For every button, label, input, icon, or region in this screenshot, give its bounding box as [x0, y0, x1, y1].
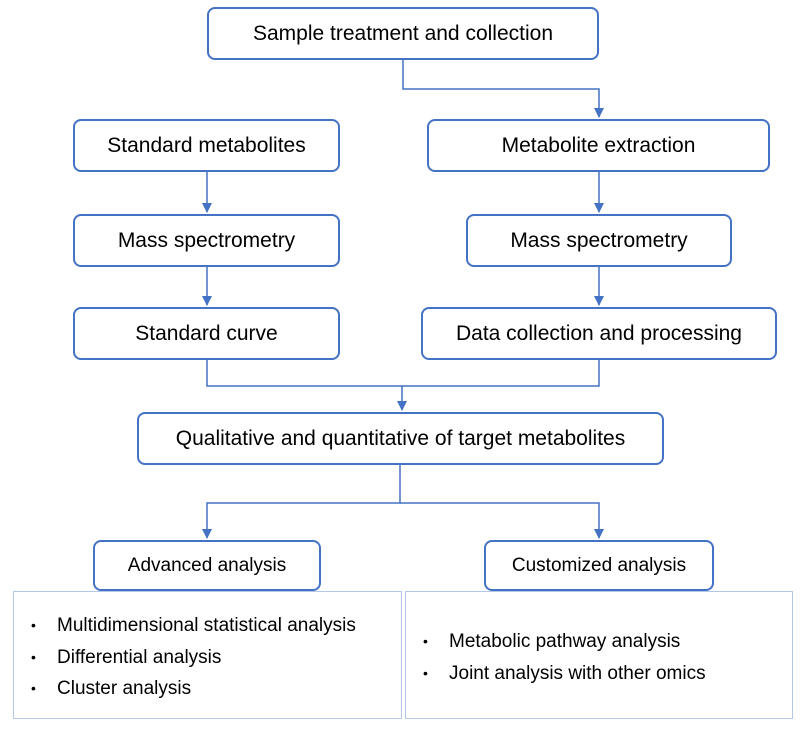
- list-item-label: Multidimensional statistical analysis: [57, 615, 356, 636]
- connector-qualitative-to-customized: [400, 502, 604, 539]
- qualitative-quantitative-node: Qualitative and quantitative of target m…: [137, 412, 664, 465]
- advanced-analysis-list: • Multidimensional statistical analysis …: [14, 610, 401, 705]
- mass-spectrometry-right-node: Mass spectrometry: [466, 214, 732, 267]
- customized-analysis-node: Customized analysis: [484, 540, 714, 591]
- connector-merge-to-qualitative: [206, 360, 600, 410]
- data-collection-node: Data collection and processing: [421, 307, 777, 360]
- standard-curve-node: Standard curve: [73, 307, 340, 360]
- sample-treatment-node: Sample treatment and collection: [207, 7, 599, 60]
- advanced-analysis-node: Advanced analysis: [93, 540, 321, 591]
- list-item: • Differential analysis: [14, 642, 401, 674]
- list-item-label: Cluster analysis: [57, 678, 192, 699]
- advanced-analysis-panel: • Multidimensional statistical analysis …: [13, 591, 402, 719]
- list-item: • Multidimensional statistical analysis: [14, 610, 401, 642]
- metabolite-extraction-node: Metabolite extraction: [427, 119, 770, 172]
- bullet-icon: •: [423, 664, 428, 681]
- mass-spectrometry-left-node: Mass spectrometry: [73, 214, 340, 267]
- list-item-label: Metabolic pathway analysis: [449, 631, 681, 652]
- bullet-icon: •: [31, 617, 36, 633]
- customized-analysis-list: • Metabolic pathway analysis • Joint ana…: [406, 626, 792, 689]
- bullet-icon: •: [31, 648, 36, 665]
- list-item: • Cluster analysis: [14, 673, 401, 705]
- bullet-icon: •: [423, 633, 428, 649]
- bullet-icon: •: [31, 680, 36, 696]
- standard-metabolites-node: Standard metabolites: [73, 119, 340, 172]
- list-item: • Joint analysis with other omics: [406, 658, 792, 690]
- connector-qualitative-to-advanced: [202, 465, 401, 539]
- list-item-label: Differential analysis: [57, 646, 222, 668]
- customized-analysis-panel: • Metabolic pathway analysis • Joint ana…: [405, 591, 793, 719]
- list-item: • Metabolic pathway analysis: [406, 626, 792, 658]
- connector-sample-to-extraction: [402, 60, 604, 118]
- list-item-label: Joint analysis with other omics: [449, 662, 706, 684]
